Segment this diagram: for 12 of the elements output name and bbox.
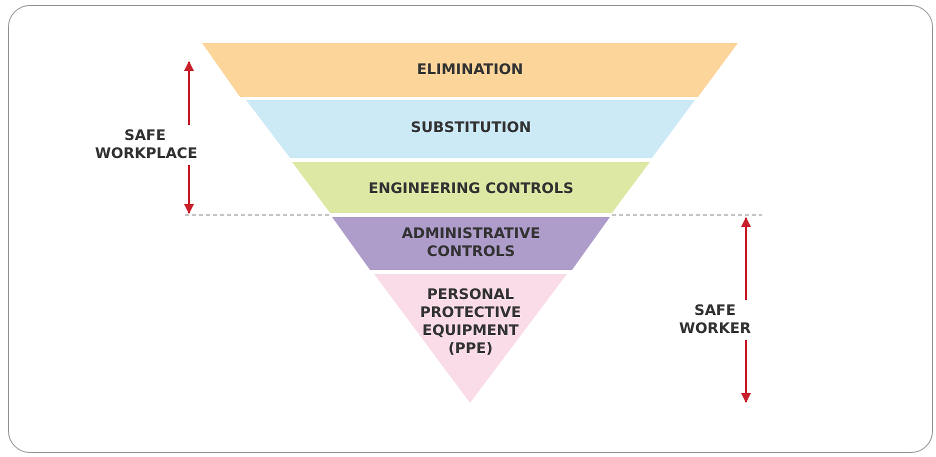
tier-label: SUBSTITUTION <box>410 119 532 137</box>
tier-label: ENGINEERING CONTROLS <box>367 180 575 198</box>
pyramid-tier <box>202 43 738 97</box>
pyramid-tier <box>374 274 567 403</box>
pyramid-tier <box>292 162 650 213</box>
tier-label: ELIMINATION <box>416 61 524 79</box>
tier-label: PERSONAL PROTECTIVE EQUIPMENT (PPE) <box>419 286 522 358</box>
tier-label: ADMINISTRATIVE CONTROLS <box>400 225 542 261</box>
side-label: SAFE WORKER <box>677 300 753 340</box>
pyramid-tier <box>332 217 610 270</box>
side-label: SAFE WORKPLACE <box>95 125 195 165</box>
pyramid-tier <box>246 100 695 158</box>
